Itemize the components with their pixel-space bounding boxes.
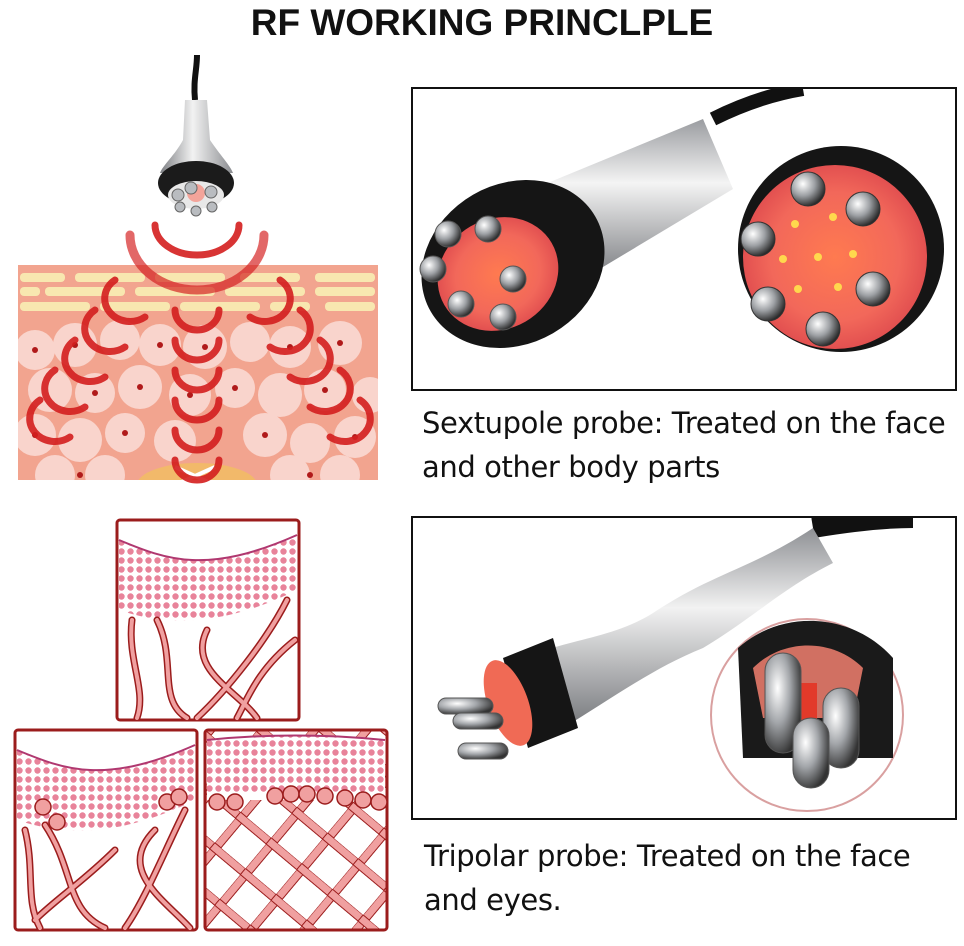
- tripolar-caption-line1: Tripolar probe: Treated on the face: [424, 839, 911, 873]
- sextupole-probe-photo-icon: [411, 87, 957, 391]
- tripolar-caption: Tripolar probe: Treated on the face and …: [424, 834, 964, 922]
- sextupole-caption: Sextupole probe: Treated on the face and…: [422, 401, 962, 489]
- sextupole-caption-line1: Sextupole probe: Treated on the face: [422, 406, 946, 440]
- tripolar-caption-line2: and eyes.: [424, 883, 562, 917]
- sextupole-caption-line2: and other body parts: [422, 450, 720, 484]
- tripolar-probe-photo-icon: [411, 516, 957, 820]
- page-title: RF WORKING PRINCLPLE: [250, 2, 714, 43]
- collagen-fiber-diagram-icon: [10, 515, 390, 935]
- rf-probe-skin-diagram-icon: [15, 55, 380, 485]
